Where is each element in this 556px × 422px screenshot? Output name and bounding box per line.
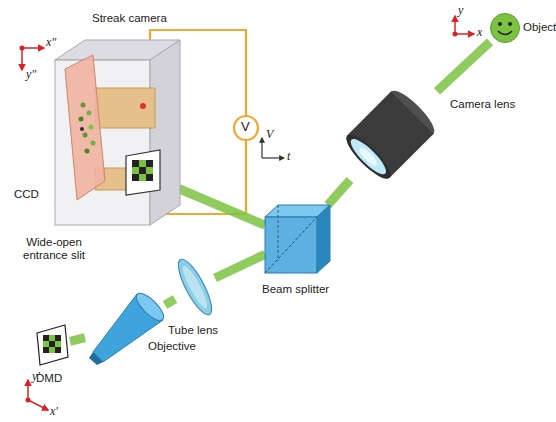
voltage-axis: [261, 138, 262, 158]
component-label: Object: [523, 21, 556, 34]
entrance-slit-part: [146, 174, 153, 181]
tube-lens-shape: [175, 255, 215, 320]
entrance-slit-part: [139, 160, 146, 167]
streak-camera-part: [95, 88, 155, 128]
axis-label: t: [287, 150, 290, 162]
light-beam: [70, 338, 85, 342]
beam-splitter: Beam splitter: [265, 205, 330, 273]
entrance-slit-part: [126, 150, 160, 195]
axis-label: y: [458, 4, 463, 16]
object-part: [498, 31, 512, 35]
objective-part: [89, 352, 103, 365]
entrance-slit-part: [146, 160, 153, 167]
entrance-slit-part: [139, 167, 146, 174]
dmd: DMD: [35, 325, 70, 366]
dmd-shape: [35, 325, 70, 366]
axis-label: x: [477, 26, 482, 38]
dmd-part: [43, 347, 49, 353]
dmd-part: [49, 347, 55, 353]
entrance-slit-part: [146, 167, 153, 174]
time-axis: [262, 157, 284, 158]
x-axis: [28, 400, 48, 410]
entrance-slit-part: [139, 174, 146, 181]
dmd-part: [55, 335, 61, 341]
ccd-sensor-part: [89, 125, 94, 130]
ccd-sensor-part: [91, 141, 96, 146]
beam-splitter-part: [317, 205, 330, 273]
camera-lens-part: [341, 85, 440, 184]
ccd-sensor-part: [87, 111, 92, 116]
ccd-sensor: CCD: [65, 55, 105, 200]
ccd-sensor-part: [81, 103, 86, 108]
object-part: [498, 22, 502, 26]
component-label: Beam splitter: [262, 283, 352, 296]
light-beam: [215, 254, 265, 278]
dmd-part: [43, 341, 49, 347]
ccd-sensor-part: [83, 133, 88, 138]
x-axis: [22, 47, 44, 49]
object-part: [508, 22, 512, 26]
component-label: Camera lens: [450, 98, 530, 111]
component-label: Objective: [148, 340, 218, 353]
object-part: [491, 14, 520, 43]
light-beam: [437, 42, 490, 91]
axis-label: y": [26, 68, 36, 80]
streak-camera: Streak cameraCCDWide-open entrance slit: [55, 40, 180, 225]
light-beam: [165, 299, 175, 305]
component-label: Streak camera: [92, 12, 192, 25]
dmd-part: [55, 347, 61, 353]
tube-lens: Tube lens: [175, 255, 215, 320]
axis-label: y': [32, 370, 40, 382]
light-beam: [328, 180, 350, 205]
camera-lens-part: [347, 92, 433, 178]
beam-splitter-part: [265, 217, 317, 273]
y-axis: [27, 380, 29, 400]
ccd-sensor-part: [80, 127, 84, 131]
objective: Objective: [85, 290, 165, 366]
camera-lens-shape: [345, 88, 437, 180]
streak-camera-part: [150, 40, 180, 225]
axis-label: x": [46, 36, 56, 48]
objective-part: [132, 289, 167, 324]
beam-splitter-shape: [265, 205, 330, 273]
y-axis: [21, 48, 23, 70]
dmd-part: [43, 335, 49, 341]
streak-camera-part: [140, 103, 146, 109]
entrance-slit-part: [132, 160, 139, 167]
object: Object: [490, 13, 520, 43]
ccd-sensor-part: [85, 149, 90, 154]
object-shape: [490, 13, 520, 43]
component-label: Tube lens: [168, 324, 238, 337]
tube-lens-part: [172, 255, 217, 318]
camera-lens-part: [346, 135, 390, 179]
voltmeter-label: V: [241, 121, 250, 133]
axis-label: V: [266, 128, 273, 140]
component-label: CCD: [14, 188, 54, 201]
dmd-part: [37, 325, 68, 365]
ccd-sensor-shape: [65, 55, 105, 200]
tube-lens-part: [179, 263, 210, 310]
voltmeter-symbol: [234, 116, 258, 140]
entrance-slit-shape: [122, 150, 162, 196]
entrance-slit-part: [132, 174, 139, 181]
ccd-sensor-part: [65, 55, 105, 200]
component-label: Wide-open entrance slit: [16, 236, 92, 262]
dmd-part: [55, 341, 61, 347]
camera-lens-part: [341, 129, 396, 184]
y-axis: [454, 16, 456, 34]
entrance-slit-part: [132, 167, 139, 174]
beam-splitter-part: [265, 217, 317, 273]
ccd-sensor-part: [79, 117, 84, 122]
beam-splitter-part: [278, 205, 279, 261]
camera-lens-part: [357, 145, 380, 168]
dmd-part: [49, 341, 55, 347]
dmd-part: [49, 335, 55, 341]
camera-lens: Camera lens: [345, 88, 437, 180]
entrance-slit: Wide-open entrance slit: [122, 150, 162, 196]
component-label: DMD: [36, 372, 76, 385]
x-axis: [455, 33, 474, 35]
objective-shape: [85, 290, 165, 366]
axis-label: x': [50, 405, 58, 417]
